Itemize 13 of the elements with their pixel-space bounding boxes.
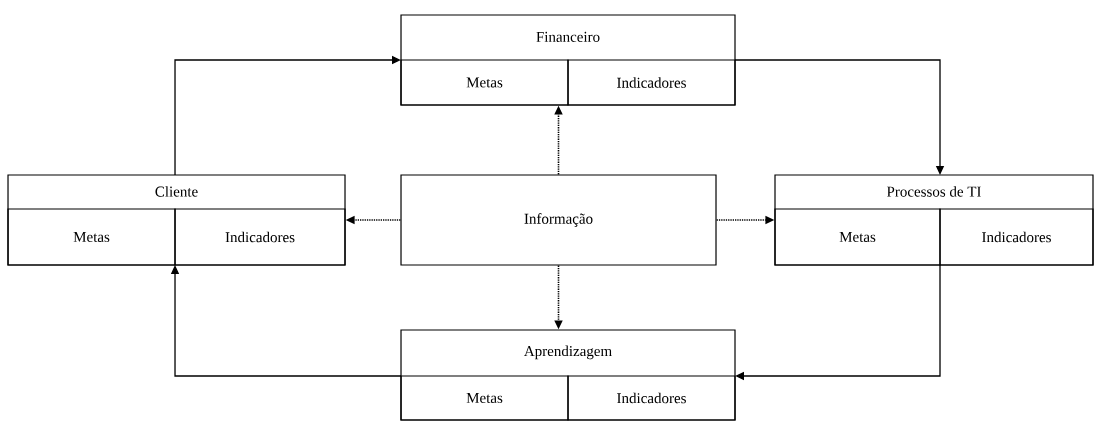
arrow (734, 59, 945, 175)
table-cell: Indicadores (939, 208, 1094, 266)
arrow (735, 264, 941, 381)
arrow (170, 265, 402, 377)
center-box: Informação (400, 174, 717, 266)
table-cell: Indicadores (567, 59, 736, 106)
table-cell: Indicadores (174, 208, 346, 266)
table-cell: Metas (400, 59, 569, 106)
table-cell: Indicadores (567, 375, 736, 421)
table-cell: Metas (400, 375, 569, 421)
table-cell: Metas (774, 208, 941, 266)
arrow (174, 55, 401, 176)
table-cell: Metas (7, 208, 176, 266)
